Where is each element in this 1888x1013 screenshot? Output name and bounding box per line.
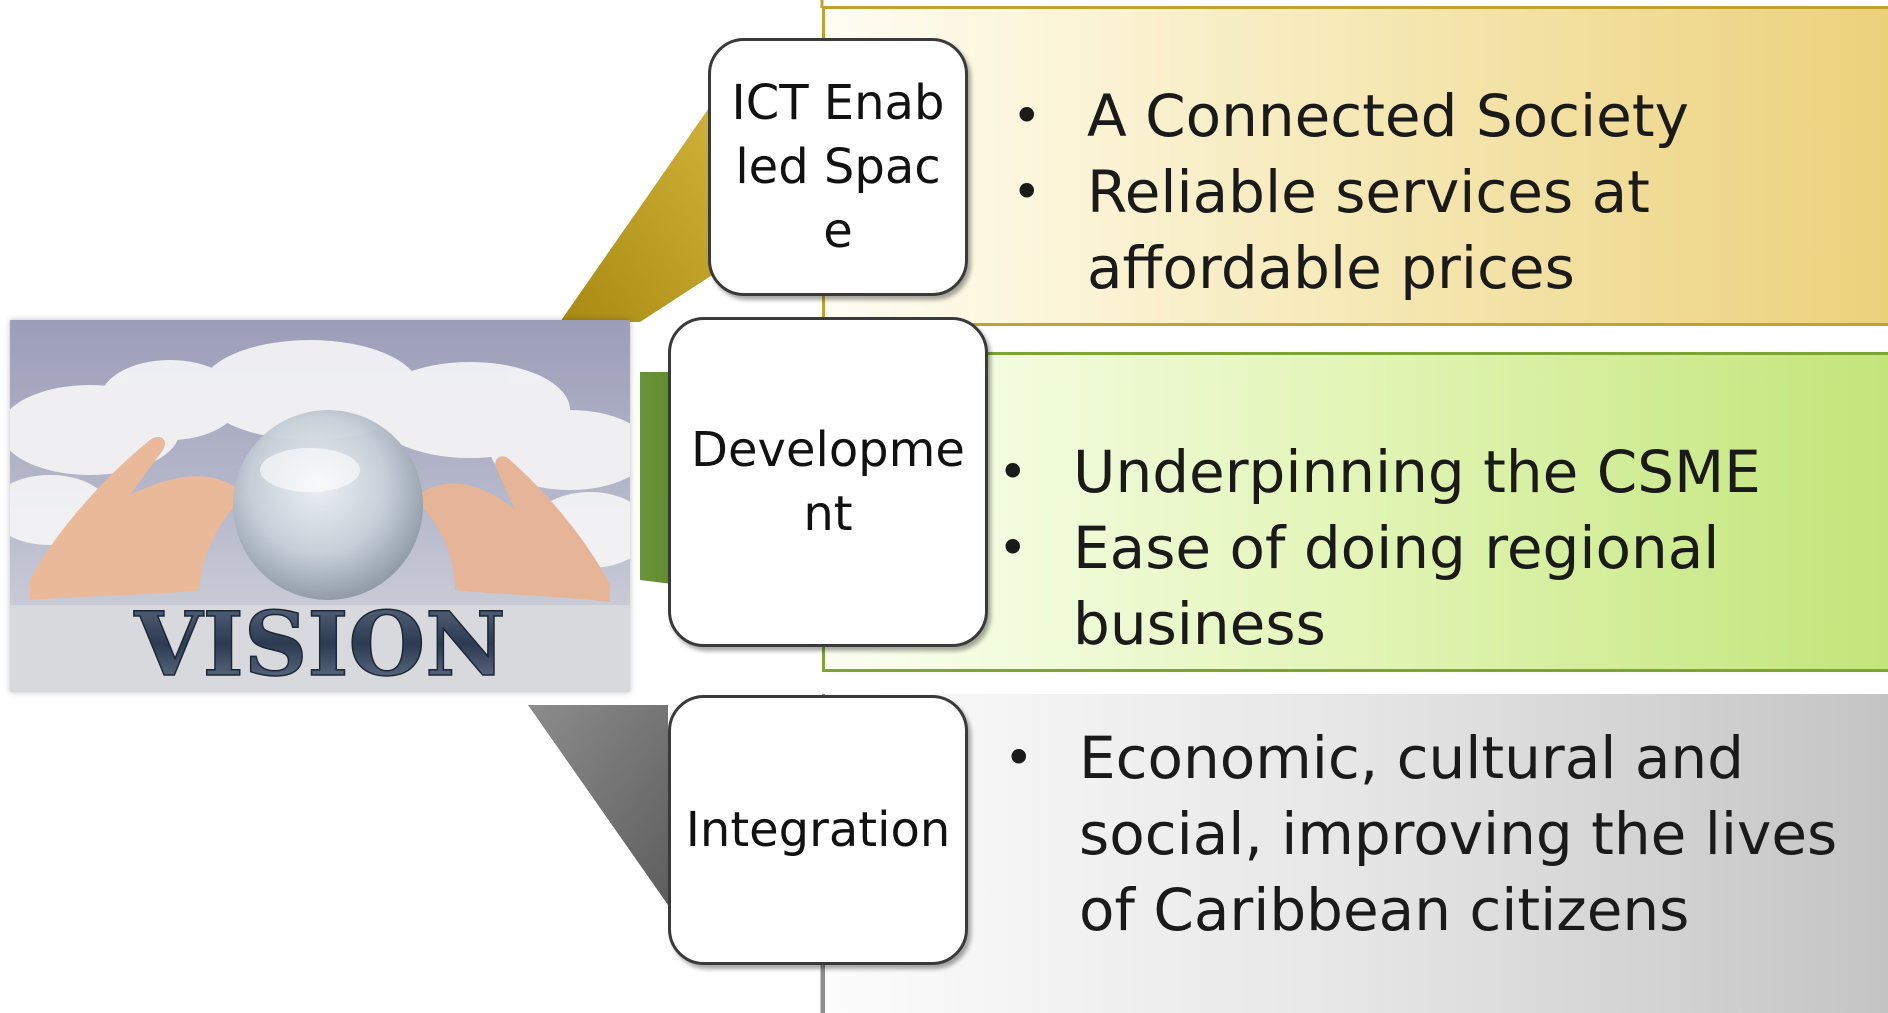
vision-word: VISION xyxy=(133,592,505,692)
connector-integration xyxy=(528,705,668,905)
bullet-list-ict: •A Connected Society •Reliable services … xyxy=(1012,78,1872,306)
bullet-list-development: •Underpinning the CSME •Ease of doing re… xyxy=(998,434,1878,662)
band-ict xyxy=(822,6,1888,326)
vision-image: VISION xyxy=(10,320,630,692)
connector-ict xyxy=(560,92,720,322)
list-item: •A Connected Society xyxy=(1012,78,1872,154)
bullet-icon: • xyxy=(1004,729,1034,787)
list-item: •Ease of doing regional business xyxy=(998,510,1878,662)
label-integration: Integration xyxy=(668,695,968,965)
label-development: Development xyxy=(668,317,988,647)
bullet-icon: • xyxy=(1012,163,1042,221)
label-ict: ICT Enabled Space xyxy=(708,38,968,296)
list-item: •Underpinning the CSME xyxy=(998,434,1878,510)
bullet-icon: • xyxy=(998,443,1028,501)
bullet-icon: • xyxy=(998,519,1028,577)
bullet-icon: • xyxy=(1012,87,1042,145)
list-item: •Reliable services at affordable prices xyxy=(1012,154,1872,306)
list-item: •Economic, cultural and social, improvin… xyxy=(1004,720,1884,948)
band-development xyxy=(822,352,1888,672)
bullet-list-integration: •Economic, cultural and social, improvin… xyxy=(1004,720,1884,948)
